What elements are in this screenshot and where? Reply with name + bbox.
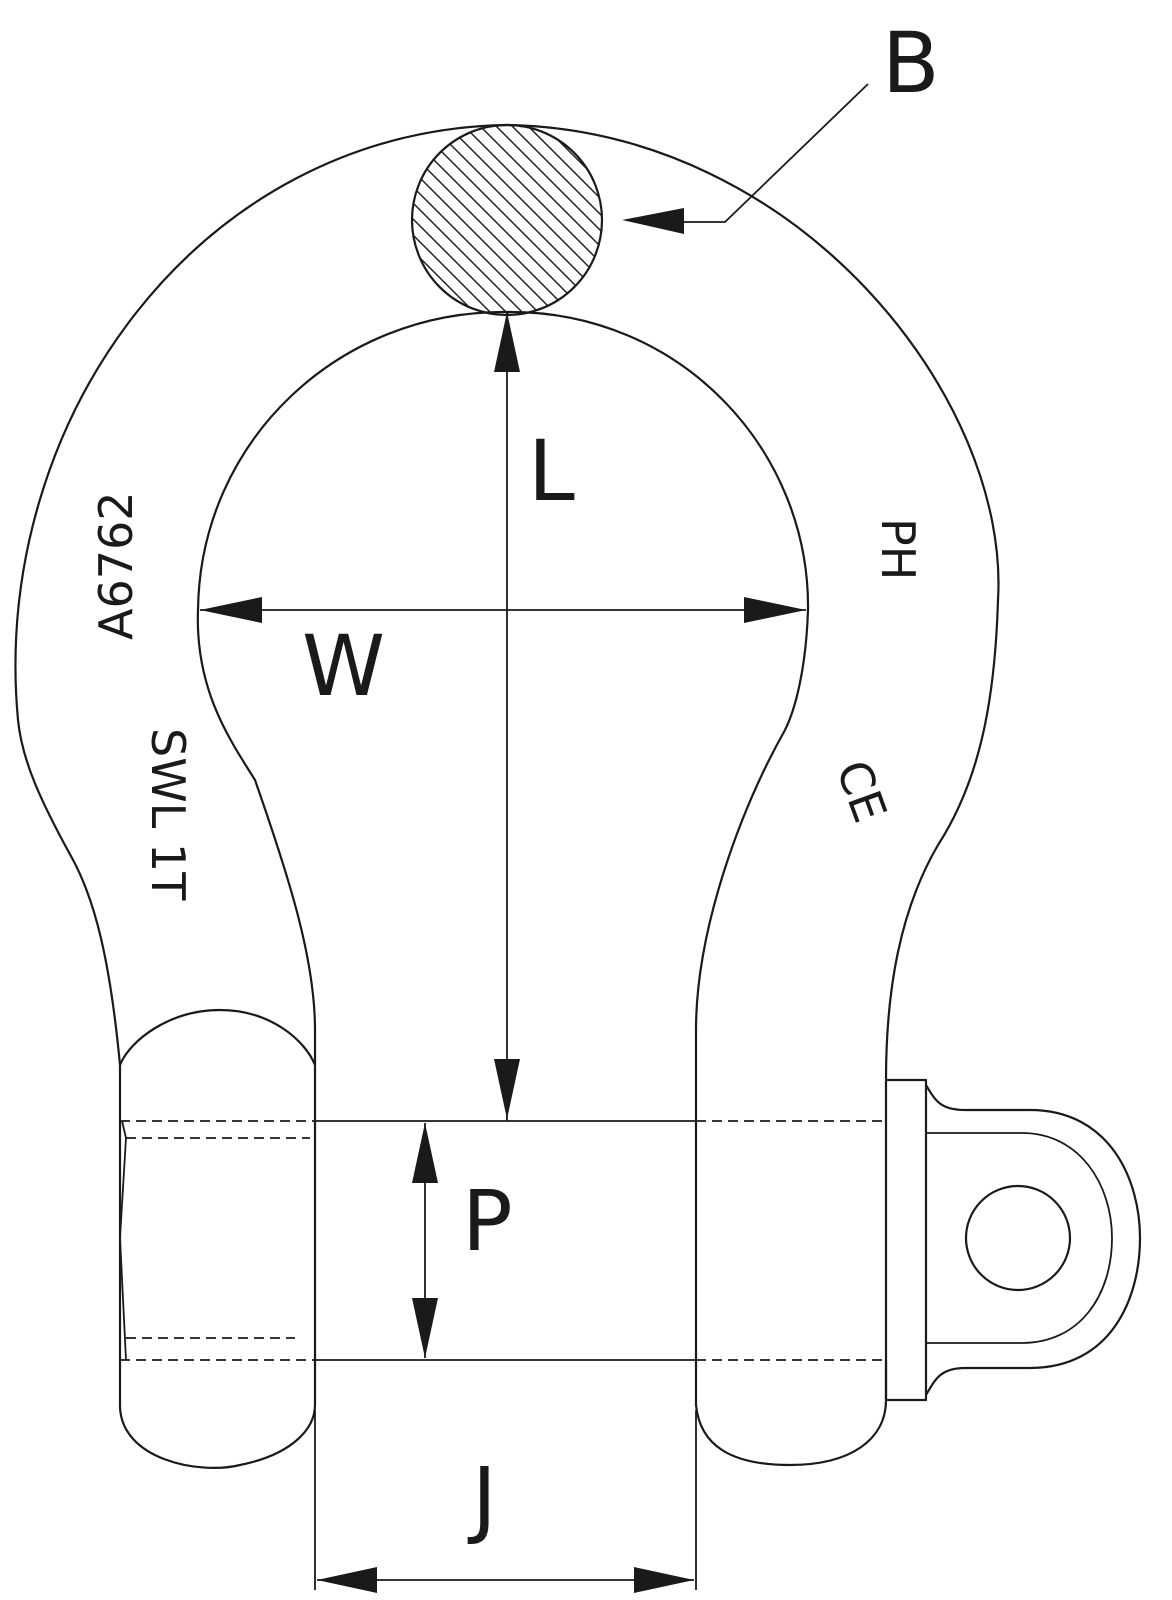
label-w: W bbox=[302, 617, 385, 715]
cross-section-hatching bbox=[412, 125, 602, 315]
label-l: L bbox=[528, 422, 575, 520]
pin-head-eye-outer bbox=[924, 1083, 1142, 1397]
l-arrow-top bbox=[494, 312, 520, 372]
p-arrow-bottom bbox=[412, 1298, 438, 1358]
j-arrow-right bbox=[634, 1567, 694, 1593]
label-p: P bbox=[462, 1172, 513, 1270]
label-b: B bbox=[882, 14, 940, 112]
label-j: J bbox=[467, 1449, 497, 1547]
marking-ce: CE bbox=[826, 753, 898, 829]
pin-head-hole bbox=[964, 1184, 1072, 1292]
j-arrow-left bbox=[317, 1567, 377, 1593]
pin-tip-edge-lower bbox=[119, 1237, 127, 1361]
marking-ph: PH bbox=[871, 518, 925, 580]
w-arrow-right bbox=[744, 597, 806, 623]
p-arrow-top bbox=[412, 1123, 438, 1183]
pin-tip-edge bbox=[119, 1137, 127, 1239]
b-leader-arrow bbox=[622, 208, 684, 234]
b-leader-line bbox=[680, 83, 869, 223]
right-leg-bottom bbox=[694, 1358, 888, 1467]
left-eye-top bbox=[118, 1008, 317, 1067]
marking-a6762: A6762 bbox=[89, 491, 143, 640]
pin-head-collar bbox=[884, 1078, 928, 1402]
marking-swl: SWL 1T bbox=[141, 728, 195, 901]
pin-tip-chamfer-top bbox=[121, 1120, 127, 1139]
l-arrow-bottom bbox=[494, 1059, 520, 1119]
pin-head-eye-inner bbox=[926, 1132, 1113, 1344]
w-arrow-left bbox=[200, 597, 262, 623]
